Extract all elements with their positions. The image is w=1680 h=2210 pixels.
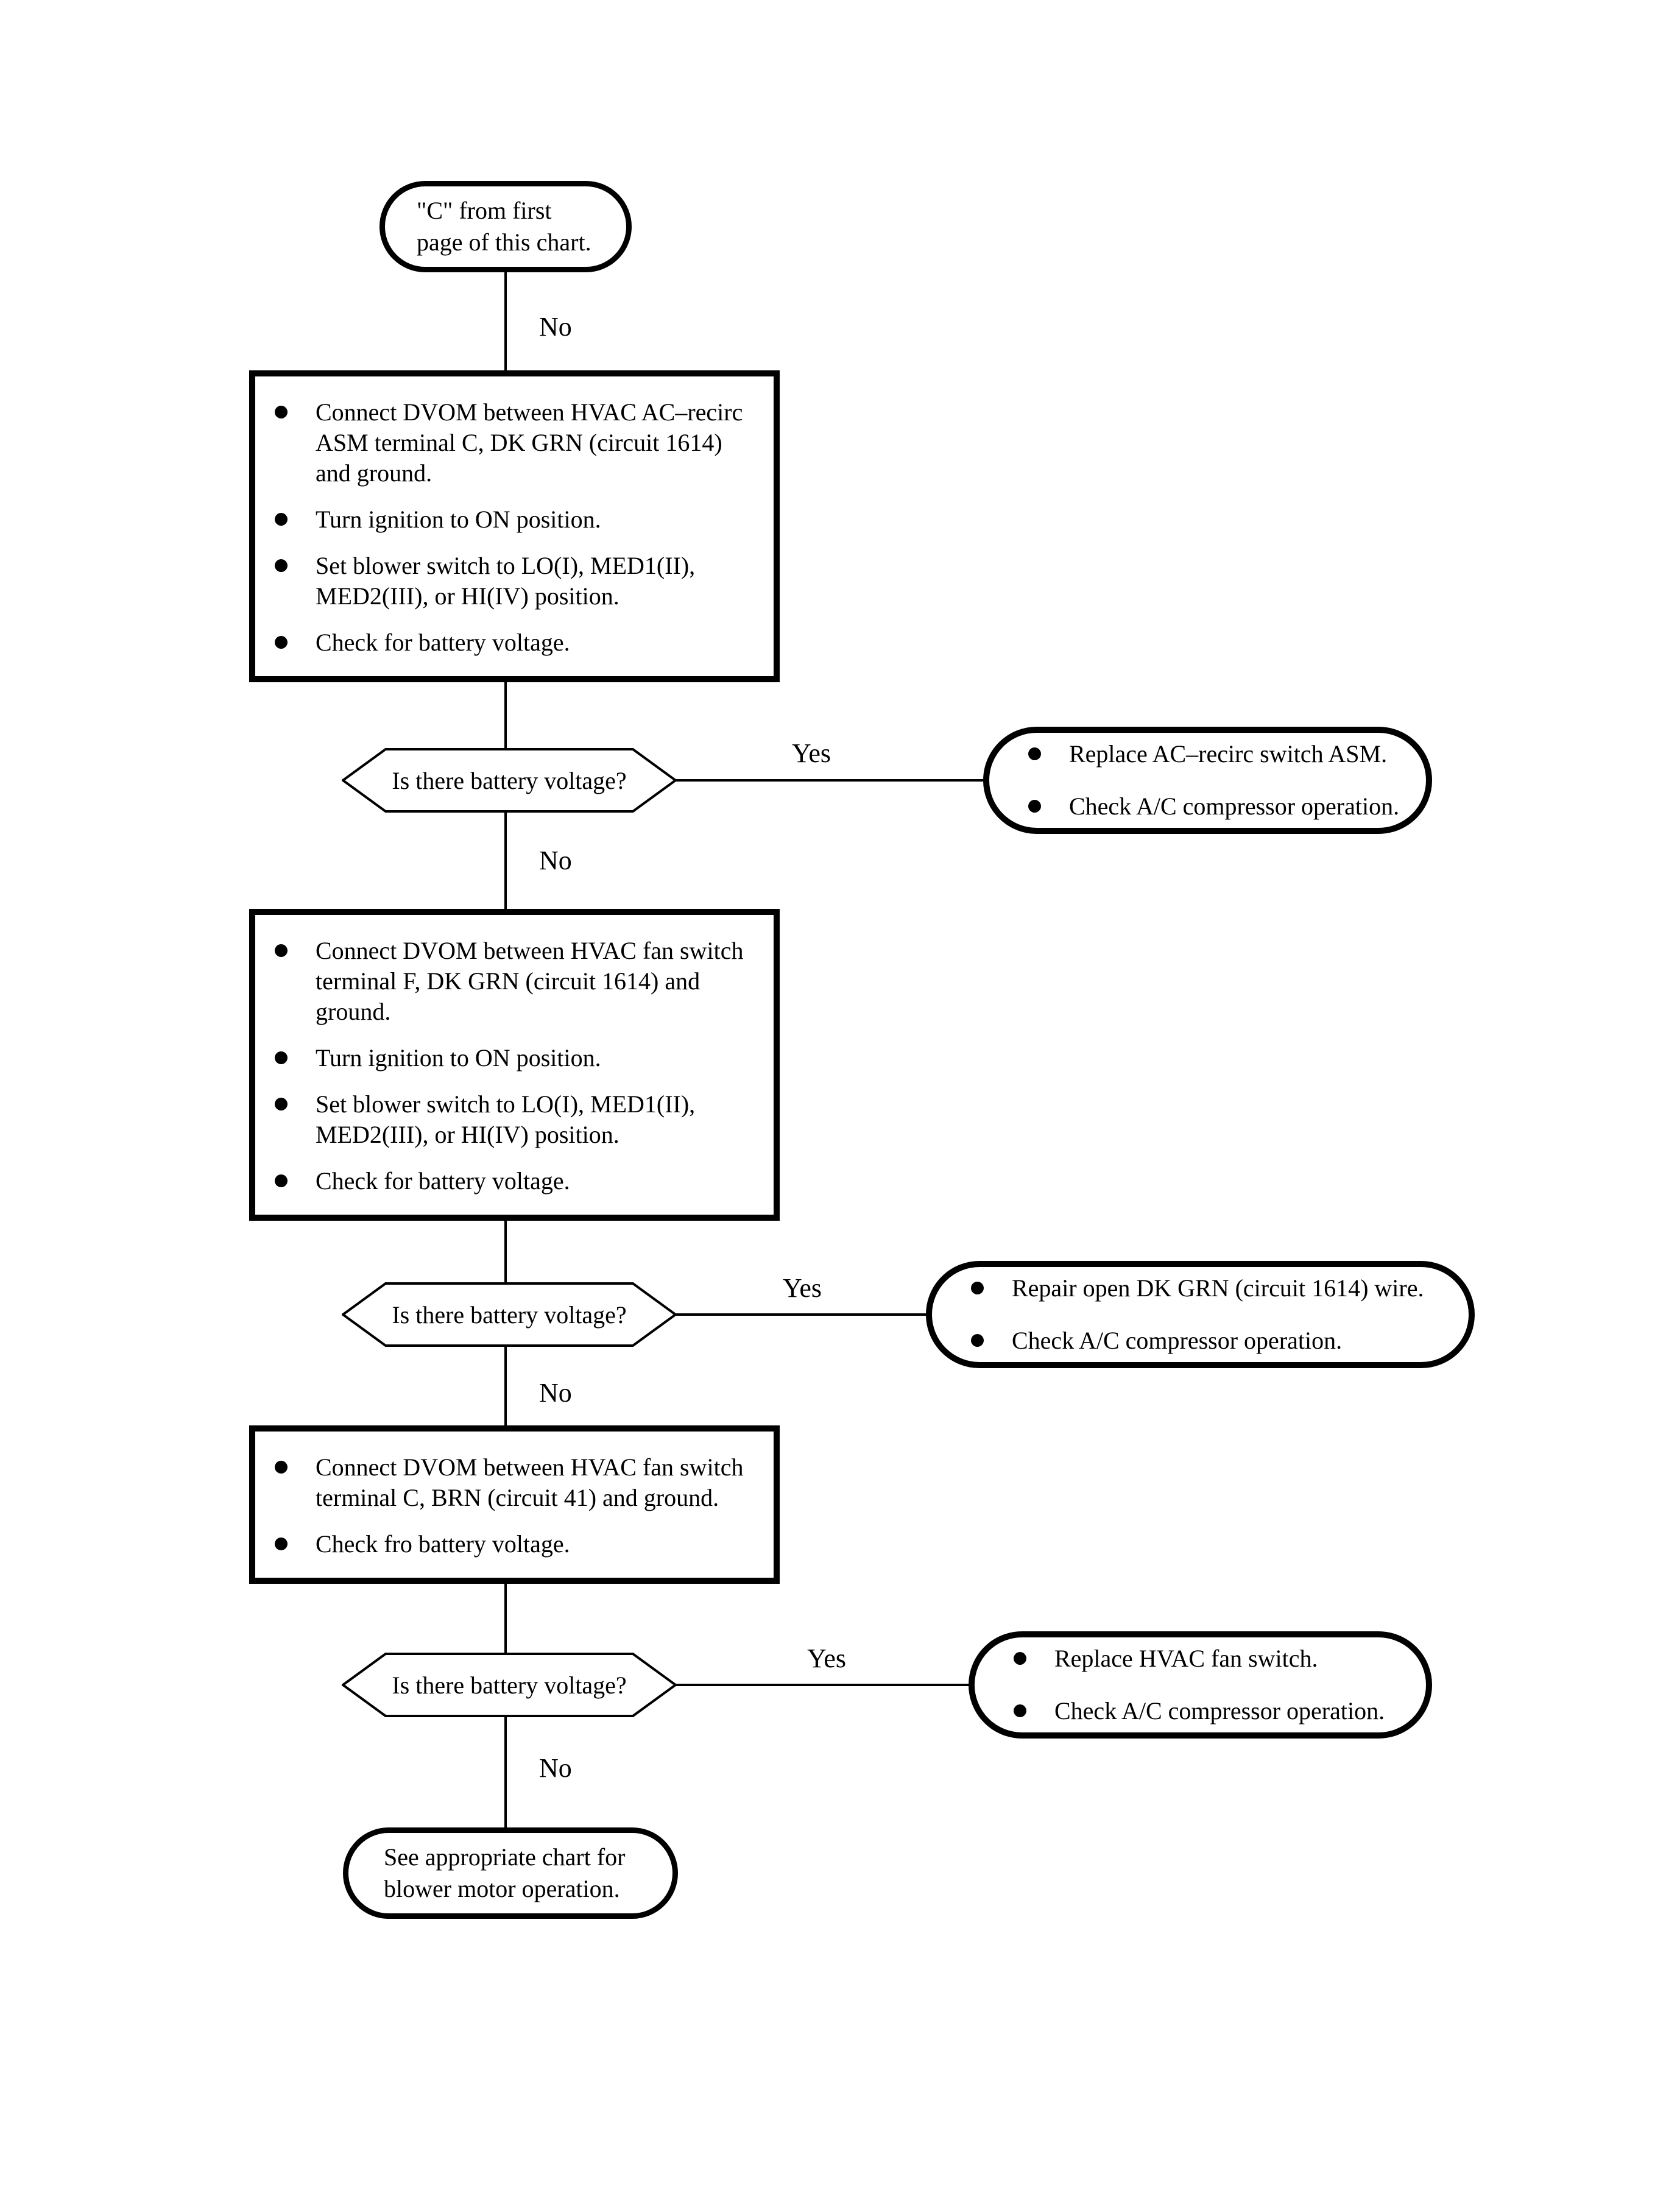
result-box-2: Repair open DK GRN (circuit 1614) wire. … (926, 1261, 1475, 1368)
bullet-dot (275, 559, 288, 572)
bullet-dot (275, 1051, 288, 1064)
bullet-item: Repair open DK GRN (circuit 1614) wire. (971, 1273, 1469, 1304)
bullet-text: Check for battery voltage. (316, 1167, 570, 1195)
decision-hexagon-3: Is there battery voltage? (342, 1653, 677, 1717)
bullet-dot (971, 1334, 984, 1347)
end-terminal-label: See appropriate chart for blower motor o… (384, 1843, 626, 1902)
bullet-text: Turn ignition to ON position. (316, 1044, 601, 1071)
bullet-item: Check for battery voltage. (275, 627, 755, 658)
decision-question: Is there battery voltage? (392, 1301, 627, 1329)
bullet-text: Connect DVOM between HVAC AC–recirc ASM … (316, 398, 743, 487)
start-terminal: "C" from first page of this chart. (379, 181, 632, 272)
bullet-item: Set blower switch to LO(I), MED1(II), ME… (275, 551, 755, 612)
bullet-text: Repair open DK GRN (circuit 1614) wire. (1012, 1274, 1424, 1302)
bullet-text: Set blower switch to LO(I), MED1(II), ME… (316, 1090, 696, 1148)
bullet-item: Set blower switch to LO(I), MED1(II), ME… (275, 1089, 755, 1150)
hexagon-outline-icon (342, 1282, 677, 1347)
bullet-text: Replace AC–recirc switch ASM. (1069, 740, 1388, 768)
result-box-3: Replace HVAC fan switch. Check A/C compr… (969, 1631, 1432, 1739)
action-box-3: Connect DVOM between HVAC fan switch ter… (249, 1425, 780, 1584)
connector-yes-2 (509, 1313, 1057, 1316)
bullet-dot (275, 513, 288, 526)
bullet-dot (275, 944, 288, 957)
decision-hexagon-1: Is there battery voltage? (342, 748, 677, 813)
bullet-item: Check for battery voltage. (275, 1166, 755, 1196)
bullet-text: Connect DVOM between HVAC fan switch ter… (316, 1453, 744, 1511)
edge-label-no-2: No (539, 846, 572, 875)
start-terminal-label: "C" from first page of this chart. (417, 197, 591, 256)
bullet-dot (275, 636, 288, 649)
bullet-item: Connect DVOM between HVAC AC–recirc ASM … (275, 397, 755, 489)
edge-label-no-1: No (539, 312, 572, 342)
bullet-item: Connect DVOM between HVAC fan switch ter… (275, 1452, 755, 1513)
bullet-item: Replace AC–recirc switch ASM. (1028, 739, 1426, 769)
bullet-dot (275, 1174, 288, 1187)
hexagon-outline-icon (342, 748, 677, 813)
bullet-dot (1028, 747, 1041, 760)
bullet-text: Set blower switch to LO(I), MED1(II), ME… (316, 552, 696, 610)
end-terminal: See appropriate chart for blower motor o… (343, 1827, 678, 1919)
action-box-2: Connect DVOM between HVAC fan switch ter… (249, 909, 780, 1221)
bullet-item: Check A/C compressor operation. (1028, 791, 1426, 822)
decision-hexagon-2: Is there battery voltage? (342, 1282, 677, 1347)
connector-yes-1 (509, 779, 1057, 782)
bullet-dot (1014, 1704, 1026, 1717)
bullet-text: Check for battery voltage. (316, 629, 570, 656)
bullet-text: Check A/C compressor operation. (1069, 793, 1400, 820)
edge-label-yes-2: Yes (783, 1273, 822, 1303)
bullet-dot (275, 406, 288, 418)
result-box-1: Replace AC–recirc switch ASM. Check A/C … (983, 727, 1432, 834)
bullet-item: Turn ignition to ON position. (275, 504, 755, 535)
decision-question: Is there battery voltage? (392, 1671, 627, 1699)
action-box-1: Connect DVOM between HVAC AC–recirc ASM … (249, 370, 780, 682)
bullet-text: Turn ignition to ON position. (316, 506, 601, 533)
bullet-item: Check fro battery voltage. (275, 1529, 755, 1559)
bullet-item: Check A/C compressor operation. (971, 1326, 1469, 1356)
bullet-text: Check fro battery voltage. (316, 1530, 570, 1558)
bullet-item: Connect DVOM between HVAC fan switch ter… (275, 936, 755, 1027)
hexagon-outline-icon (342, 1653, 677, 1717)
connector-yes-3 (509, 1684, 1057, 1686)
edge-label-yes-1: Yes (792, 738, 831, 768)
decision-question: Is there battery voltage? (392, 766, 627, 794)
bullet-text: Check A/C compressor operation. (1054, 1697, 1385, 1725)
bullet-dot (971, 1282, 984, 1294)
bullet-text: Connect DVOM between HVAC fan switch ter… (316, 937, 744, 1025)
bullet-text: Check A/C compressor operation. (1012, 1327, 1343, 1354)
edge-label-yes-3: Yes (807, 1643, 847, 1673)
bullet-dot (1028, 800, 1041, 813)
bullet-dot (275, 1098, 288, 1110)
bullet-dot (275, 1537, 288, 1550)
bullet-dot (1014, 1652, 1026, 1665)
bullet-item: Turn ignition to ON position. (275, 1043, 755, 1073)
bullet-text: Replace HVAC fan switch. (1054, 1645, 1318, 1672)
edge-label-no-3: No (539, 1378, 572, 1408)
edge-label-no-4: No (539, 1753, 572, 1783)
bullet-dot (275, 1461, 288, 1474)
bullet-item: Replace HVAC fan switch. (1014, 1643, 1426, 1674)
bullet-item: Check A/C compressor operation. (1014, 1696, 1426, 1726)
